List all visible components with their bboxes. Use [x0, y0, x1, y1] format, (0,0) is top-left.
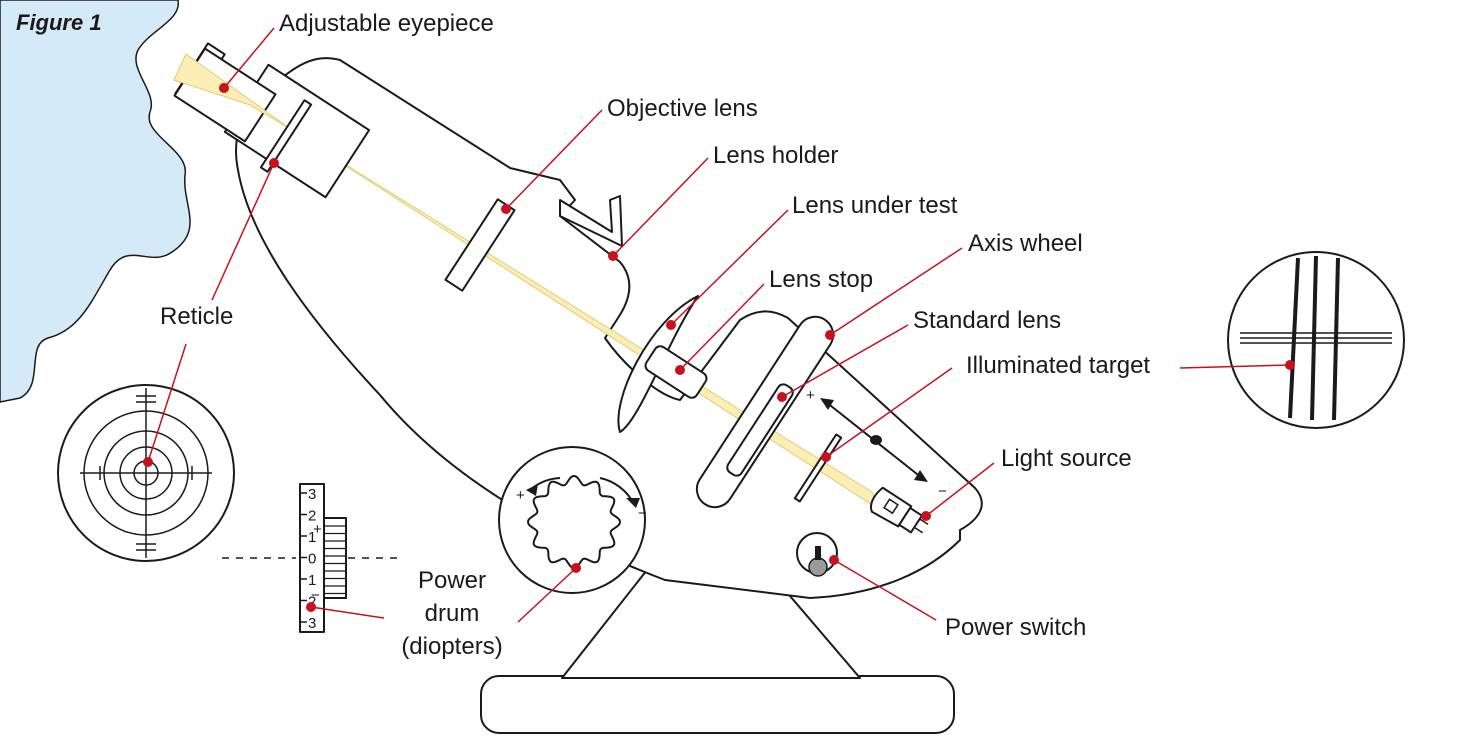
power-scale-inset: 3 2 1 0 1 2 3 + − — [222, 483, 404, 633]
label-objective-lens: Objective lens — [607, 95, 758, 122]
scale-tick-label: 2 — [308, 508, 316, 525]
power-drum-arrow-left-head — [526, 484, 538, 496]
power-drum-gear — [527, 475, 621, 569]
scale-plus-sign: + — [313, 521, 322, 538]
lens-holder-arm — [559, 195, 623, 247]
travel-minus-sign: − — [938, 483, 947, 500]
label-lens-holder: Lens holder — [713, 142, 838, 169]
travel-plus-sign: + — [806, 387, 815, 404]
label-power-switch: Power switch — [945, 614, 1086, 641]
travel-arrow-head-right — [914, 470, 928, 482]
scale-tick-label: 1 — [308, 572, 316, 589]
power-switch-knob — [808, 557, 828, 577]
travel-marker — [870, 435, 882, 445]
instrument-base — [480, 675, 955, 734]
power-drum-arrow-right-head — [626, 498, 640, 508]
leader-lines — [143, 27, 1295, 623]
label-reticle: Reticle — [160, 303, 233, 330]
scale-tick-label: 0 — [308, 551, 316, 568]
label-lens-stop: Lens stop — [769, 266, 873, 293]
label-axis-wheel: Axis wheel — [968, 230, 1083, 257]
scale-minus-sign: − — [311, 587, 320, 604]
label-adjustable-eyepiece: Adjustable eyepiece — [279, 10, 494, 37]
label-power-drum-line3: (diopters) — [401, 633, 502, 660]
label-light-source: Light source — [1001, 445, 1132, 472]
power-switch-lever — [815, 546, 821, 560]
standard-lens — [726, 383, 794, 477]
scale-tick-label: 2 — [308, 594, 316, 611]
scale-tick-label: 3 — [308, 615, 316, 632]
light-source-bulb — [870, 486, 929, 534]
scale-tick-label: 3 — [308, 486, 316, 503]
label-lens-under-test: Lens under test — [792, 192, 958, 219]
target-inset — [1227, 251, 1405, 429]
label-power-drum-line1: Power — [418, 567, 486, 594]
label-power-drum-line2: drum — [425, 600, 480, 627]
figure-label: Figure 1 — [16, 10, 102, 35]
power-drum-minus-sign: − — [638, 505, 647, 522]
power-drum-plus-sign: + — [516, 487, 525, 504]
reticle-plate — [259, 99, 313, 173]
label-illuminated-target: Illuminated target — [966, 352, 1150, 379]
reticle-inset — [57, 384, 235, 562]
label-standard-lens: Standard lens — [913, 307, 1061, 334]
travel-arrow-head-left — [820, 398, 834, 410]
illuminated-target — [793, 433, 843, 503]
scale-tick-label: 1 — [308, 529, 316, 546]
background-cloud-shape — [0, 0, 191, 403]
